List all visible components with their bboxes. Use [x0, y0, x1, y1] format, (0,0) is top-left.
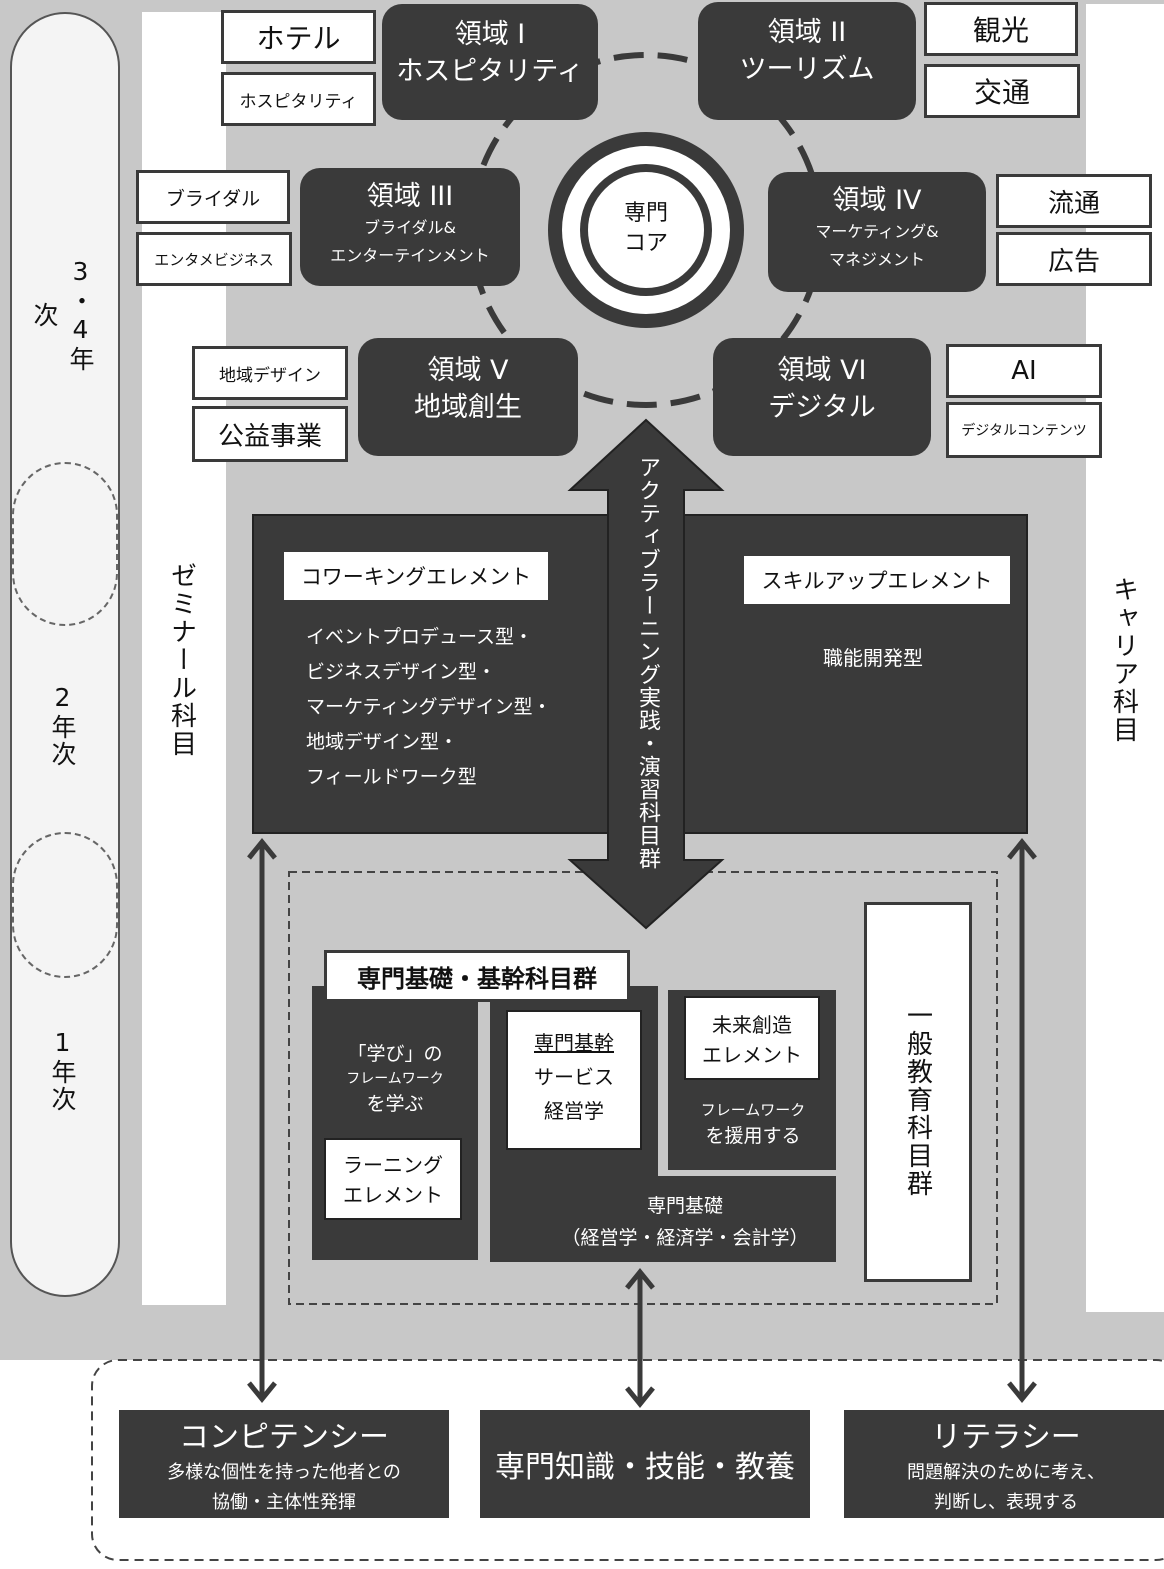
outcome-knowledge: 専門知識・技能・教養	[480, 1410, 810, 1518]
domain-4-line1: マーケティング&	[815, 222, 939, 241]
tag-public-business: 公益事業	[192, 406, 348, 462]
core-subjects-line1: サービス	[534, 1065, 614, 1089]
year-divider-2	[12, 832, 118, 978]
domain-6-title: 領域 VI	[777, 355, 867, 386]
domain-6-name: デジタル	[768, 392, 876, 423]
seminar-label: ゼミナール科目	[166, 562, 197, 758]
core-subjects-box: 専門基幹 サービス 経営学	[506, 1010, 642, 1150]
tag-hospitality: ホスピタリティ	[221, 72, 376, 126]
future-element: 未来創造 エレメント	[684, 996, 820, 1080]
year-bar	[10, 12, 120, 1297]
tag-regional-design: 地域デザイン	[192, 346, 348, 400]
learn-line3: を学ぶ	[366, 1093, 424, 1115]
future-line2: を援用する	[705, 1125, 801, 1147]
domain-5: 領域 V 地域創生	[358, 338, 578, 456]
future-line1: フレームワーク	[700, 1101, 806, 1119]
left-double-arrow	[247, 838, 277, 1403]
learning-element-line1: ラーニング	[343, 1153, 443, 1177]
coworking-list: イベントプロデュース型・ ビジネスデザイン型・ マーケティングデザイン型・ 地域…	[306, 620, 596, 795]
outcome-literacy-title: リテラシー	[931, 1420, 1081, 1455]
domain-3-title: 領域 III	[366, 181, 454, 212]
tag-hotel: ホテル	[221, 10, 376, 64]
coworking-title: コワーキングエレメント	[284, 552, 548, 600]
outcome-competency-line1: 多様な個性を持った他者との	[167, 1462, 401, 1483]
coworking-item: ビジネスデザイン型・	[306, 661, 497, 683]
tag-tourism: 観光	[924, 2, 1078, 56]
basic-line1: 専門基礎	[646, 1195, 723, 1217]
outcome-competency: コンピテンシー 多様な個性を持った他者との 協働・主体性発揮	[119, 1410, 449, 1518]
core-inner	[588, 172, 704, 288]
domain-4-line2: マネジメント	[828, 250, 925, 269]
year-divider-1	[12, 462, 118, 626]
coworking-item: マーケティングデザイン型・	[306, 696, 552, 718]
core-label: 専門 コア	[600, 196, 692, 262]
outcome-competency-line2: 協働・主体性発揮	[212, 1492, 356, 1513]
future-element-line2: エレメント	[702, 1043, 802, 1067]
tag-bridal: ブライダル	[136, 170, 290, 224]
outcome-literacy-line1: 問題解決のために考え、	[907, 1462, 1105, 1483]
basic-subjects-block	[490, 1176, 836, 1262]
career-label: キャリア科目	[1108, 576, 1139, 744]
basic-subjects-text: 専門基礎 （経営学・経済学・会計学）	[540, 1190, 830, 1254]
domain-5-title: 領域 V	[427, 355, 509, 386]
coworking-item: イベントプロデュース型・	[306, 626, 534, 648]
learn-line1: 「学び」の	[347, 1043, 443, 1065]
general-education-label: 一般教育科目群	[902, 1002, 933, 1198]
right-double-arrow	[1007, 838, 1037, 1403]
skillup-title: スキルアップエレメント	[744, 556, 1010, 604]
domain-3-line2: エンターテインメント	[330, 246, 490, 265]
tag-advertising: 広告	[996, 232, 1152, 286]
outcome-dashed-box	[91, 1359, 1164, 1561]
learn-framework-text: 「学び」の フレームワーク を学ぶ	[318, 1040, 472, 1118]
domain-4-title: 領域 IV	[832, 185, 922, 216]
basic-line2: （経営学・経済学・会計学）	[561, 1227, 809, 1249]
core-line2: コア	[623, 231, 668, 256]
coworking-item: フィールドワーク型	[306, 766, 477, 788]
domain-2: 領域 II ツーリズム	[698, 2, 916, 120]
domain-4: 領域 IV マーケティング& マネジメント	[768, 172, 986, 292]
tag-transport: 交通	[924, 64, 1080, 118]
domain-5-name: 地域創生	[414, 392, 522, 423]
domain-6: 領域 VI デジタル	[713, 338, 931, 456]
year-2: 2年次	[48, 682, 77, 768]
domain-1: 領域 I ホスピタリティ	[382, 4, 598, 120]
tag-ai: AI	[946, 344, 1102, 398]
domain-1-name: ホスピタリティ	[396, 56, 584, 87]
domain-3: 領域 III ブライダル& エンターテインメント	[300, 168, 520, 286]
coworking-item: 地域デザイン型・	[306, 731, 459, 753]
outcome-competency-title: コンピテンシー	[179, 1420, 389, 1455]
tag-digital-contents: デジタルコンテンツ	[946, 402, 1102, 458]
core-subjects-line2: 経営学	[544, 1099, 604, 1123]
learn-line2: フレームワーク	[346, 1071, 444, 1087]
core-subjects-title: 専門基幹	[534, 1031, 614, 1055]
domain-1-title: 領域 I	[454, 19, 526, 50]
domain-2-name: ツーリズム	[739, 54, 875, 85]
tag-distribution: 流通	[996, 174, 1152, 228]
general-education-box	[864, 902, 972, 1282]
foundation-title: 専門基礎・基幹科目群	[324, 950, 630, 1002]
center-double-arrow	[625, 1268, 655, 1408]
future-element-line1: 未来創造	[712, 1013, 792, 1037]
year-1: 1年次	[48, 1027, 77, 1113]
outcome-literacy-line2: 判断し、表現する	[934, 1492, 1078, 1513]
future-framework-text: フレームワーク を援用する	[676, 1098, 830, 1150]
learning-element: ラーニング エレメント	[324, 1138, 462, 1220]
active-learning-label: アクティブラーニング実践・演習科目群	[635, 456, 660, 870]
seminar-column	[142, 12, 226, 1305]
domain-2-title: 領域 II	[767, 17, 847, 48]
outcome-literacy: リテラシー 問題解決のために考え、 判断し、表現する	[844, 1410, 1164, 1518]
learning-element-line2: エレメント	[343, 1183, 443, 1207]
domain-3-line1: ブライダル&	[364, 218, 456, 237]
skillup-text: 職能開発型	[823, 645, 923, 670]
tag-entame: エンタメビジネス	[136, 232, 292, 286]
core-line1: 専門	[623, 201, 668, 226]
